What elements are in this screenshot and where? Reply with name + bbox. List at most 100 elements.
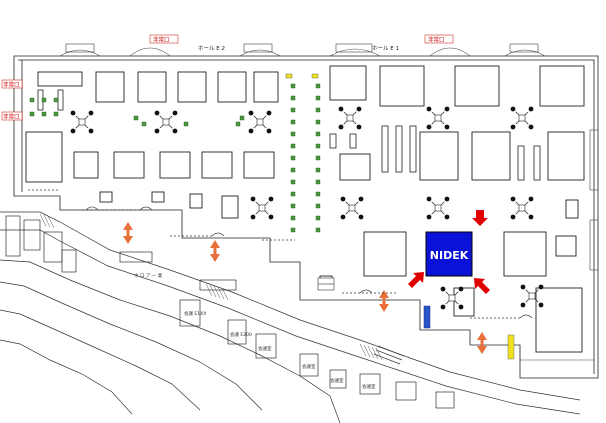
- pillars: [70, 106, 544, 310]
- pillar-icon: [440, 286, 464, 310]
- booth: [339, 153, 371, 181]
- blue-small-booth: [423, 305, 431, 329]
- room-label: 会議室: [362, 383, 376, 390]
- booth: [454, 65, 500, 107]
- green-booth-marker: [315, 107, 321, 113]
- double-arrow-icon: [123, 222, 133, 244]
- featured-booth-label: NIDEK: [430, 249, 469, 262]
- green-booth-marker: [183, 121, 189, 127]
- room-labels: ホ ロ ア 一 業 会議 E1XX 会議 E200 会議室 会議室 会議室 会議…: [134, 272, 376, 390]
- hall-labels: ホール E 2 ホール E 1: [198, 45, 399, 52]
- hall-label-e2: ホール E 2: [198, 45, 225, 52]
- doors: [85, 206, 533, 319]
- booth: [363, 231, 407, 277]
- green-booth-marker: [315, 143, 321, 149]
- booth: [471, 131, 511, 181]
- pillar-icon: [340, 196, 364, 220]
- exit-label: 非常口: [3, 113, 20, 121]
- booth: [419, 131, 459, 181]
- booth: [201, 151, 233, 179]
- green-booth-marker: [315, 215, 321, 221]
- booth: [453, 287, 475, 317]
- green-booth-marker: [53, 97, 59, 103]
- room-label: 会議 E200: [230, 331, 252, 338]
- green-booth-marker: [315, 227, 321, 233]
- dashed-lines: [28, 189, 520, 319]
- double-arrow-icon: [210, 240, 220, 262]
- green-booth-marker: [315, 83, 321, 89]
- green-booth-column: [29, 83, 321, 233]
- booth: [379, 65, 425, 107]
- green-booth-marker: [290, 119, 296, 125]
- green-booth-marker: [315, 95, 321, 101]
- green-booth-marker: [235, 121, 241, 127]
- stairs: [39, 213, 383, 361]
- green-booth-marker: [290, 107, 296, 113]
- green-booth-marker: [290, 227, 296, 233]
- green-booth-marker: [290, 143, 296, 149]
- pillar-icon: [248, 110, 272, 134]
- green-booth-marker: [315, 155, 321, 161]
- pillar-icon: [154, 110, 178, 134]
- double-arrow-icon: [379, 290, 389, 312]
- room-label: 会議 E1XX: [184, 310, 206, 317]
- pointer-arrows: [408, 210, 490, 294]
- narrow-booths: [37, 89, 541, 181]
- green-booth-marker: [53, 111, 59, 117]
- pillar-icon: [520, 284, 544, 308]
- booth: [113, 151, 145, 179]
- room-label: 会議室: [302, 363, 316, 370]
- green-booth-marker: [41, 97, 47, 103]
- pillar-icon: [70, 110, 94, 134]
- green-booth-marker: [290, 95, 296, 101]
- booth: [177, 71, 207, 103]
- booth: [329, 65, 367, 101]
- booth: [189, 193, 203, 209]
- green-booth-marker: [315, 203, 321, 209]
- pillar-icon: [510, 106, 534, 130]
- booths: [25, 65, 585, 353]
- booth: [159, 151, 191, 179]
- green-booth-marker: [29, 111, 35, 117]
- pointer-arrow-icon: [408, 272, 424, 288]
- green-booth-marker: [133, 115, 139, 121]
- exit-label: 非常口: [153, 36, 170, 44]
- walkway-label: ホ ロ ア 一 業: [134, 272, 163, 279]
- booth: [565, 199, 579, 219]
- green-booth-marker: [41, 111, 47, 117]
- booth: [503, 231, 547, 277]
- booth: [73, 151, 99, 179]
- green-booth-marker: [290, 167, 296, 173]
- pillar-icon: [426, 196, 450, 220]
- green-booth-marker: [290, 215, 296, 221]
- booth: [243, 151, 275, 179]
- lower-structure: [0, 211, 581, 423]
- green-booth-marker: [290, 179, 296, 185]
- booth: [37, 71, 83, 87]
- pointer-arrow-icon: [474, 278, 490, 294]
- right-wall: [519, 129, 599, 361]
- pillar-icon: [338, 106, 362, 130]
- booth: [539, 65, 585, 107]
- pointer-arrow-icon: [472, 210, 488, 226]
- booth: [95, 71, 125, 103]
- green-booth-marker: [315, 179, 321, 185]
- green-booth-marker: [315, 119, 321, 125]
- featured-booth[interactable]: NIDEK: [425, 231, 473, 277]
- green-booth-marker: [315, 167, 321, 173]
- room-label: 会議室: [258, 345, 272, 352]
- exit-label: 非常口: [3, 81, 20, 89]
- hall-label-e1: ホール E 1: [372, 45, 399, 52]
- booth: [151, 191, 165, 203]
- pillar-icon: [426, 106, 450, 130]
- booth: [535, 287, 583, 353]
- green-booth-marker: [239, 115, 245, 121]
- green-booth-marker: [29, 97, 35, 103]
- exit-label: 非常口: [428, 36, 445, 44]
- double-arrow-icon: [477, 332, 487, 354]
- green-booth-marker: [290, 155, 296, 161]
- booth: [99, 191, 113, 203]
- green-booth-marker: [315, 191, 321, 197]
- top-wall: [59, 43, 546, 57]
- hall-outline: [13, 55, 599, 379]
